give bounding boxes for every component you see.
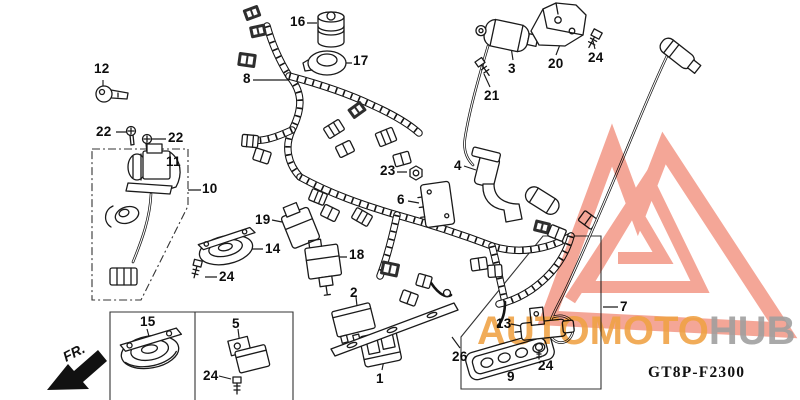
part-callout-16: 16 xyxy=(290,14,306,29)
part-26-strip xyxy=(330,302,459,357)
part-callout-7: 7 xyxy=(620,299,628,314)
part-14-horn xyxy=(197,226,256,266)
part-callout-18: 18 xyxy=(349,247,365,262)
part-24-bolt xyxy=(534,342,544,360)
part-17-band xyxy=(302,50,347,76)
part-callout-19: 19 xyxy=(255,212,271,227)
part-21-bolt xyxy=(474,56,490,77)
part-18-stop-switch xyxy=(304,238,343,296)
part-16-tube xyxy=(317,11,345,48)
part-callout-4: 4 xyxy=(454,158,462,173)
part-callout-22: 22 xyxy=(96,124,112,139)
part-callout-8: 8 xyxy=(243,71,251,86)
part-callout-24: 24 xyxy=(588,50,604,65)
part-code: GT8P-F2300 xyxy=(648,364,746,381)
part-15-horn xyxy=(119,327,183,370)
part-8-wire-harness xyxy=(237,5,599,328)
branch-wire xyxy=(496,300,507,328)
part-callout-24: 24 xyxy=(219,269,235,284)
part-callout-3: 3 xyxy=(508,61,516,76)
part-callout-23: 23 xyxy=(380,163,396,178)
part-24-bolt xyxy=(232,376,242,395)
part-callout-9: 9 xyxy=(507,369,515,384)
part-callout-24: 24 xyxy=(538,358,554,373)
part-callout-2: 2 xyxy=(350,285,358,300)
part-callout-13: 13 xyxy=(496,316,512,331)
part-22-screw xyxy=(125,125,137,146)
part-4-plug-cap xyxy=(463,44,523,223)
part-callout-11: 11 xyxy=(166,154,181,169)
part-callout-17: 17 xyxy=(353,53,369,68)
part-callout-26: 26 xyxy=(452,349,468,364)
part-23-nut xyxy=(409,165,423,181)
part-12-key xyxy=(95,85,129,103)
part-11-ignition-switch xyxy=(109,143,181,286)
part-callout-24: 24 xyxy=(203,368,219,383)
cable-end-cap xyxy=(659,37,702,74)
part-callout-20: 20 xyxy=(548,56,564,71)
part-callout-5: 5 xyxy=(232,316,240,331)
part-19-relay xyxy=(280,201,321,249)
part-3-ignition-coil xyxy=(475,18,539,53)
part-callout-15: 15 xyxy=(140,314,156,329)
part-callout-6: 6 xyxy=(397,192,405,207)
part-callout-22: 22 xyxy=(168,130,184,145)
part-24-bolt xyxy=(191,258,203,279)
part-6-unit xyxy=(417,180,456,228)
part-callout-14: 14 xyxy=(265,241,281,256)
group-box-bottom-left xyxy=(109,311,294,400)
ring-terminal xyxy=(442,288,452,298)
part-callout-10: 10 xyxy=(202,181,218,196)
part-callout-21: 21 xyxy=(484,88,500,103)
part-24-bolt xyxy=(587,28,603,49)
part-5-relay xyxy=(227,335,271,374)
part-callout-1: 1 xyxy=(376,371,384,386)
group-box-10 xyxy=(91,148,189,301)
part-callout-12: 12 xyxy=(94,61,110,76)
part-lock-cylinder xyxy=(104,205,140,228)
harness-connectors xyxy=(237,5,599,307)
part-20-bracket xyxy=(530,2,587,47)
